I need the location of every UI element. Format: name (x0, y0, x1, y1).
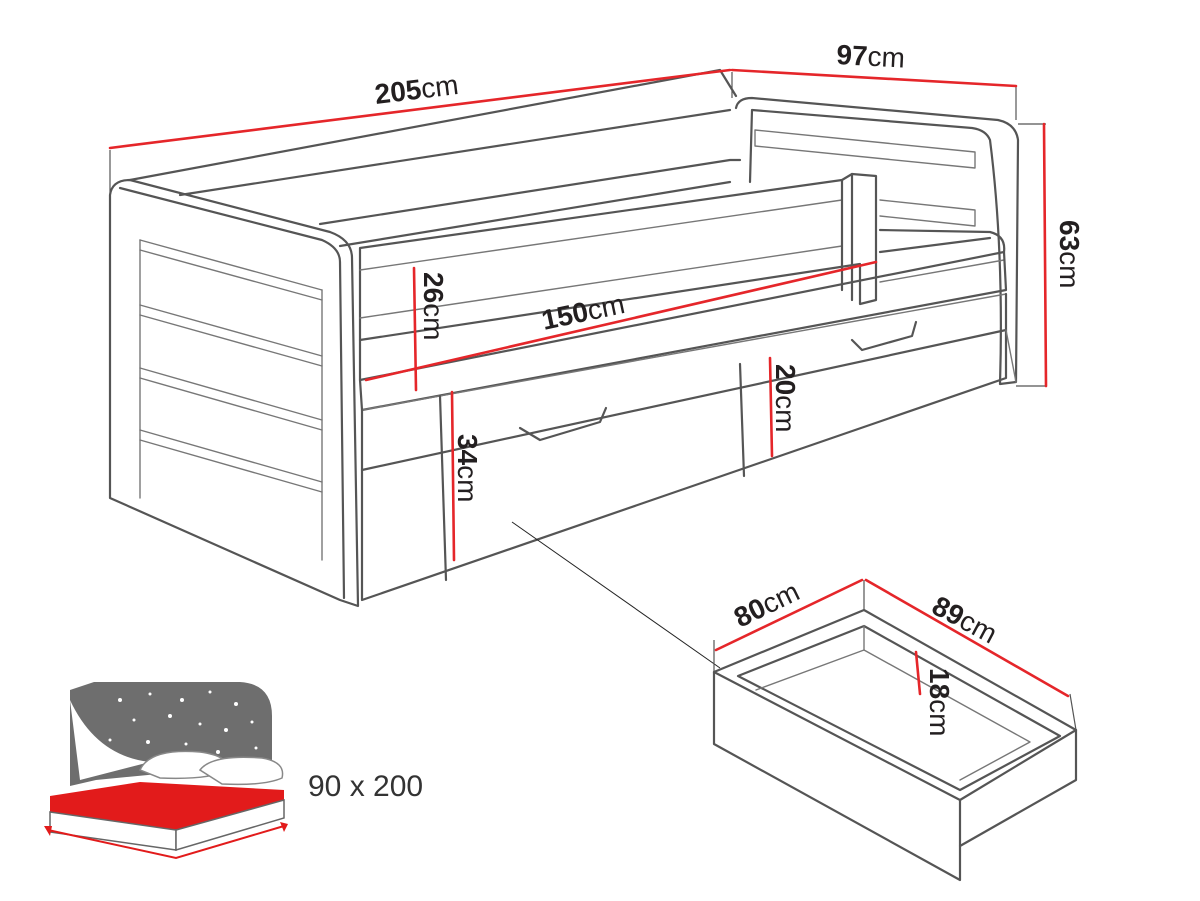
dim-line-rail-length (364, 260, 878, 382)
label-drawer-front-height: 20cm (770, 364, 801, 432)
dimension-labels: 205cm 97cm 63cm 26cm 150cm 34cm 20cm 80c… (308, 39, 1085, 803)
right-end-panel (734, 96, 1020, 386)
drawer-handle-2 (850, 320, 918, 352)
dim-line-drawer-width (714, 578, 864, 652)
mattress-top (50, 782, 284, 830)
trundle-box (360, 292, 1008, 602)
drawer-icon (712, 578, 1078, 882)
label-length: 205cm (373, 69, 460, 110)
label-front-height: 34cm (452, 434, 483, 502)
dim-line-front-height (450, 390, 456, 562)
moon-crescent (70, 700, 150, 780)
dim-line-depth (730, 68, 1018, 88)
dim-line-drawer-front (768, 356, 774, 458)
label-rail-height: 26cm (418, 272, 449, 340)
mattress-front (358, 228, 1006, 382)
mattress-icon (44, 682, 288, 860)
pillow-2 (198, 756, 284, 786)
label-depth: 97cm (836, 39, 906, 74)
mattress-side-right (175, 799, 285, 852)
drawer-handle-1 (518, 406, 608, 442)
right-panel-groove (754, 129, 976, 169)
bed-body (108, 68, 1020, 608)
dim-line-length (108, 68, 732, 150)
dim-line-drawer-length (864, 578, 1070, 698)
dim-line-rail-height (412, 266, 418, 392)
safety-rail (358, 172, 878, 342)
stars (94, 690, 258, 766)
dimension-lines (108, 68, 1048, 669)
detail-leader (511, 521, 721, 669)
dim-line-drawer-height (914, 650, 922, 696)
label-drawer-length: 89cm (927, 590, 1002, 650)
mattress-size-label: 90 x 200 (308, 770, 423, 803)
front-rail (358, 250, 1008, 412)
label-drawer-height: 18cm (924, 668, 955, 736)
mattress-size-arrow (47, 825, 285, 860)
panel-grooves (139, 239, 323, 493)
left-end-panel (108, 178, 360, 608)
dim-line-height (1042, 122, 1048, 388)
label-height: 63cm (1054, 220, 1085, 288)
